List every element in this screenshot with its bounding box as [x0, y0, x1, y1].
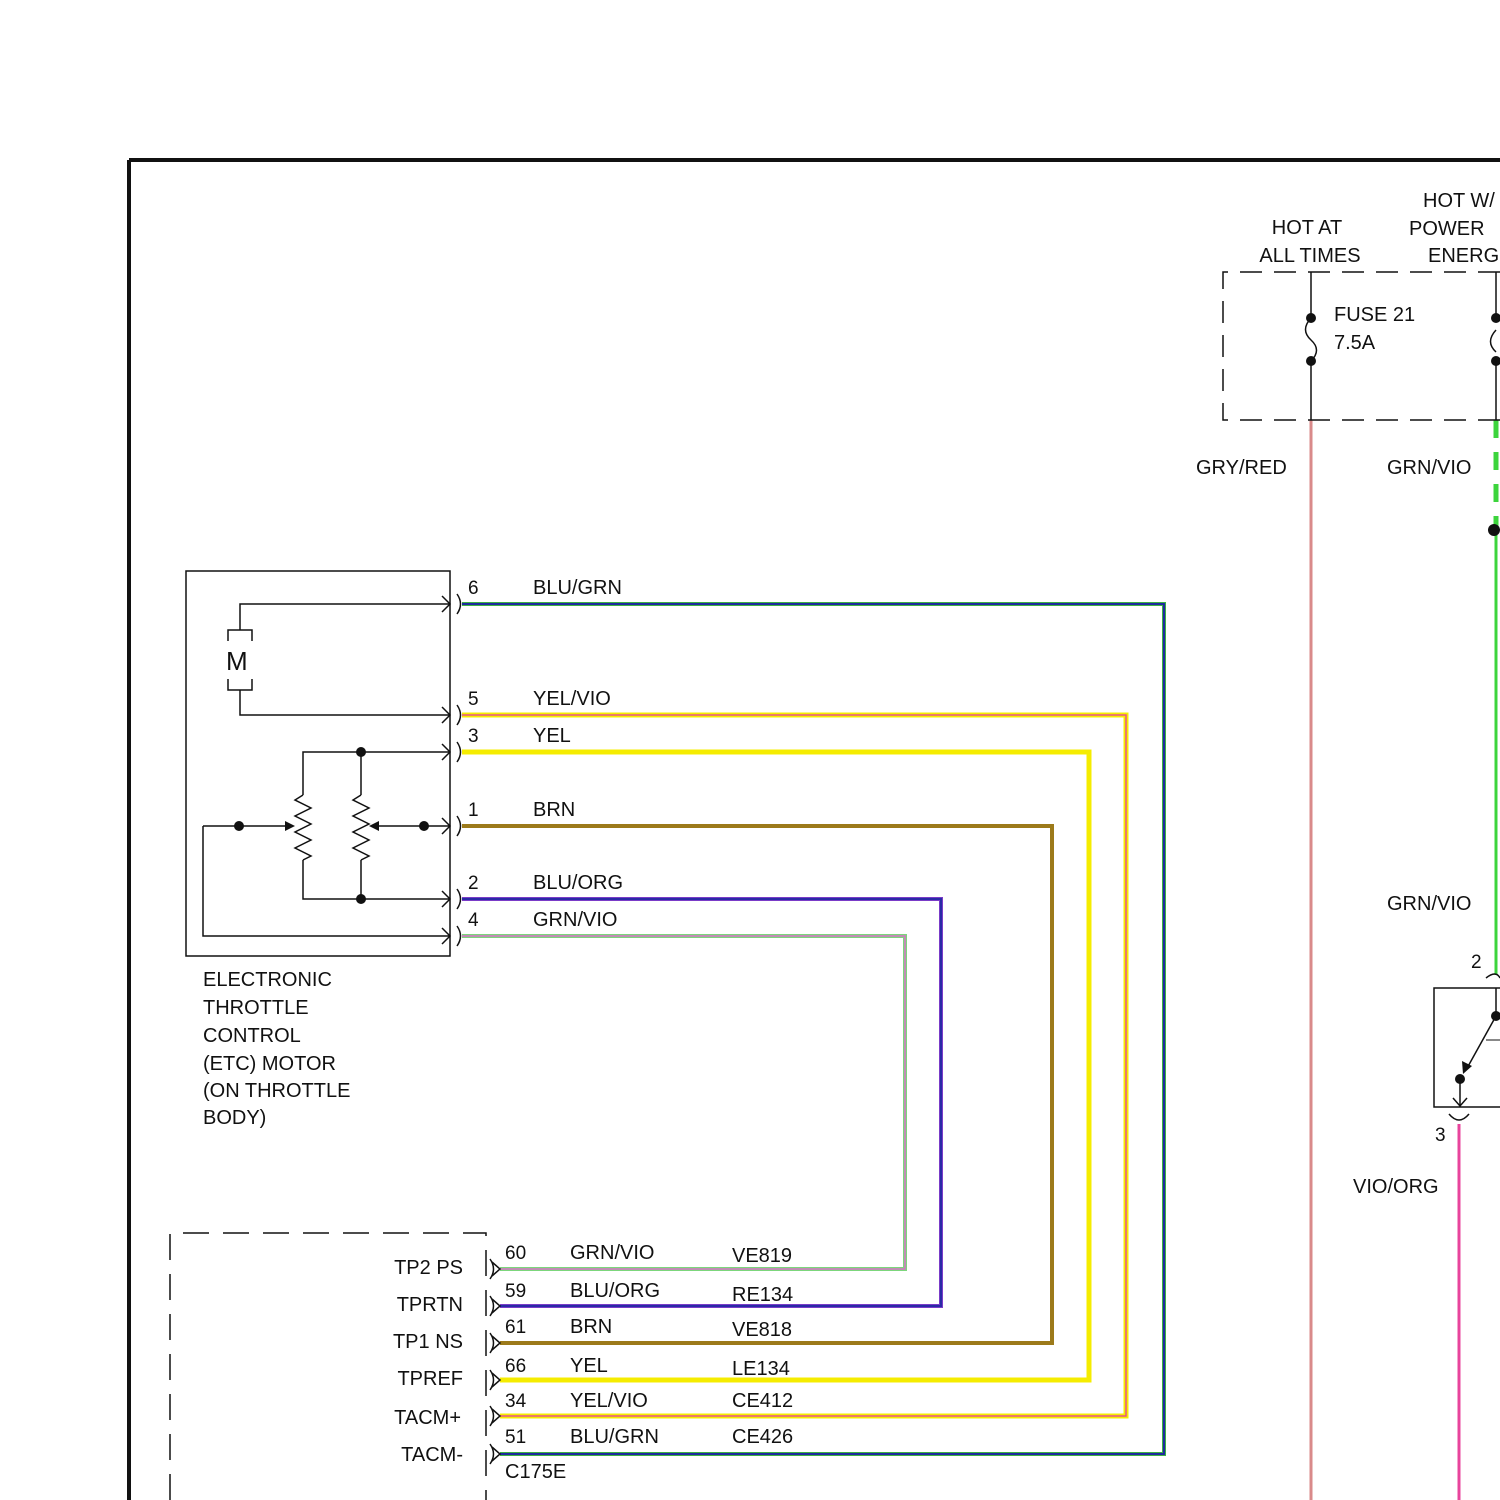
wire-blu-org	[462, 899, 941, 1306]
hot-power-label: HOT W/	[1423, 190, 1495, 212]
pcm-terminal	[490, 1259, 500, 1279]
switch-contact-icon	[1462, 1016, 1496, 1074]
etc-motor-box: M	[186, 571, 623, 1129]
pcm-terminal	[490, 1370, 500, 1390]
fuse-rating: 7.5A	[1334, 332, 1376, 354]
pcm-pin-number: 34	[505, 1391, 527, 1412]
pcm-circuit-id: CE426	[732, 1426, 793, 1448]
hot-at-all-times-label: HOT AT	[1272, 217, 1342, 239]
pcm-pin-name: TP2 PS	[394, 1257, 463, 1279]
pcm-pin-number: 59	[505, 1281, 526, 1302]
etc-motor-label-line: ELECTRONIC	[203, 969, 332, 991]
pcm-terminal	[490, 1406, 500, 1426]
etc-motor-label-line: THROTTLE	[203, 997, 309, 1019]
pcm-wire-color: YEL/VIO	[570, 1390, 648, 1412]
motor-pin-number: 6	[468, 578, 479, 599]
pcm-circuit-id: VE818	[732, 1319, 792, 1341]
fuse-icon	[1306, 272, 1317, 420]
etc-motor-label-line: (ETC) MOTOR	[203, 1053, 336, 1075]
power-labels: HOT AT ALL TIMES HOT W/ POWER ENERG	[1259, 190, 1499, 267]
pcm-circuit-id: VE819	[732, 1245, 792, 1267]
pcm-circuit-id: LE134	[732, 1358, 790, 1380]
motor-wire-color: GRN/VIO	[533, 909, 617, 931]
fuse-label: FUSE 21	[1334, 304, 1415, 326]
hot-at-all-times-label: ALL TIMES	[1259, 245, 1360, 267]
motor-pin-number: 3	[468, 726, 479, 747]
throttle-position-sensor-icon	[203, 747, 450, 936]
pcm-terminal	[490, 1333, 500, 1353]
fuse-icon	[1491, 272, 1500, 420]
wire-grn-vio	[462, 936, 905, 1269]
motor-pin-number: 4	[468, 910, 479, 931]
pcm-pin-number: 51	[505, 1427, 526, 1448]
pcm-wire-color: YEL	[570, 1355, 608, 1377]
motor-wire-color: BRN	[533, 799, 575, 821]
motor-wire-color: YEL/VIO	[533, 688, 611, 710]
pcm-terminal	[490, 1296, 500, 1316]
pcm-pin-number: 61	[505, 1317, 526, 1338]
switch-pin-number: 2	[1471, 952, 1482, 973]
hot-power-label: ENERG	[1428, 245, 1499, 267]
pcm-pin-name: TACM+	[394, 1407, 461, 1429]
pcm-pin-name: TPREF	[397, 1368, 463, 1390]
splice-dot	[1488, 524, 1500, 536]
motor-wire-color: YEL	[533, 725, 571, 747]
pcm-wire-color: GRN/VIO	[570, 1242, 654, 1264]
pcm-wire-color: BLU/ORG	[570, 1280, 660, 1302]
pcm-terminal	[490, 1444, 500, 1464]
pcm-connector-id: C175E	[505, 1461, 566, 1483]
pcm-module: TP2 PS 60 GRN/VIO VE819 TPRTN 59 BLU/ORG…	[170, 1233, 793, 1500]
diagram-frame	[129, 160, 1500, 1500]
wire-label-vio-org: VIO/ORG	[1353, 1176, 1439, 1198]
motor-pin-number: 5	[468, 689, 479, 710]
pcm-wire-color: BLU/GRN	[570, 1426, 659, 1448]
etc-motor-label-line: CONTROL	[203, 1025, 301, 1047]
pcm-pin-name: TPRTN	[397, 1294, 463, 1316]
motor-symbol-icon: M	[224, 604, 450, 715]
pcm-pin-number: 66	[505, 1356, 526, 1377]
hot-power-label: POWER	[1409, 218, 1485, 240]
wire-label-grn-vio: GRN/VIO	[1387, 893, 1471, 915]
pcm-circuit-id: RE134	[732, 1284, 793, 1306]
motor-wire-color: BLU/ORG	[533, 872, 623, 894]
pcm-pin-name: TP1 NS	[393, 1331, 463, 1353]
motor-pin-number: 2	[468, 873, 479, 894]
pcm-pin-name: TACM-	[401, 1444, 463, 1466]
motor-pin-number: 1	[468, 800, 479, 821]
pcm-pin-number: 60	[505, 1243, 526, 1264]
fuse-box: FUSE 21 7.5A	[1223, 272, 1500, 420]
etc-motor-label-line: BODY)	[203, 1107, 266, 1129]
pcm-circuit-id: CE412	[732, 1390, 793, 1412]
motor-connector	[442, 594, 461, 946]
wire-label-grn-vio: GRN/VIO	[1387, 457, 1471, 479]
motor-letter: M	[226, 646, 248, 676]
wire-label-gry-red: GRY/RED	[1196, 457, 1287, 479]
etc-motor-label-line: (ON THROTTLE	[203, 1080, 350, 1102]
motor-wire-color: BLU/GRN	[533, 577, 622, 599]
switch-pin-number: 3	[1435, 1125, 1446, 1146]
pcm-wire-color: BRN	[570, 1316, 612, 1338]
switch-component: 2 3	[1434, 952, 1500, 1146]
